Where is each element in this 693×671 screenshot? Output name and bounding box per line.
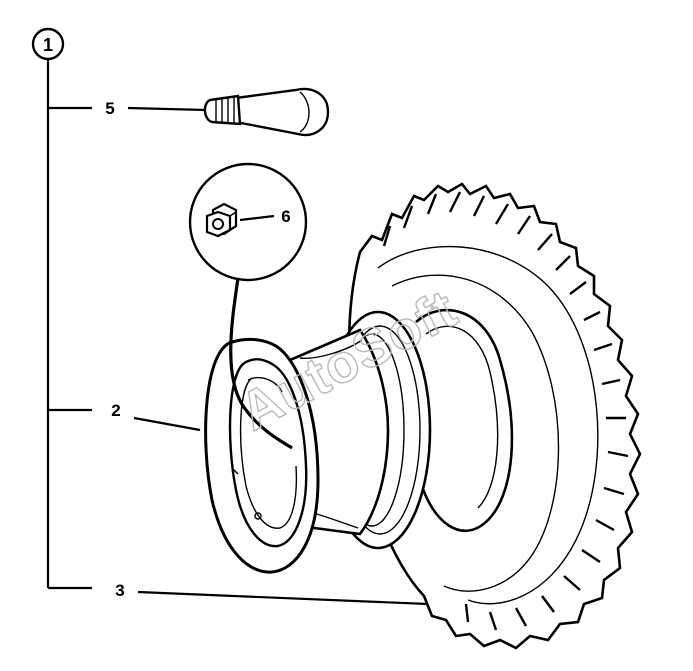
callout-5: 5 [105,99,114,118]
hex-nut-icon [205,202,238,238]
rim-front-flange [204,337,320,574]
leader-5 [127,106,207,112]
group-marker-label: 1 [43,35,53,55]
nut-leader-line [229,277,293,450]
leader-6 [239,214,275,222]
tire-inner-wall [391,274,560,592]
detail-circle [188,162,308,282]
nut-detail-callout [188,162,308,282]
rim [204,310,432,574]
leader-3 [137,590,429,606]
valve-stem-icon [203,87,330,137]
callout-2: 2 [111,401,120,420]
leader-2 [133,416,201,432]
tire-sidewall [377,245,599,605]
tire [347,182,642,650]
group-bracket: 1 [31,27,92,590]
callout-3: 3 [115,581,124,600]
tread-lugs [382,191,629,631]
callout-6: 6 [281,207,290,226]
